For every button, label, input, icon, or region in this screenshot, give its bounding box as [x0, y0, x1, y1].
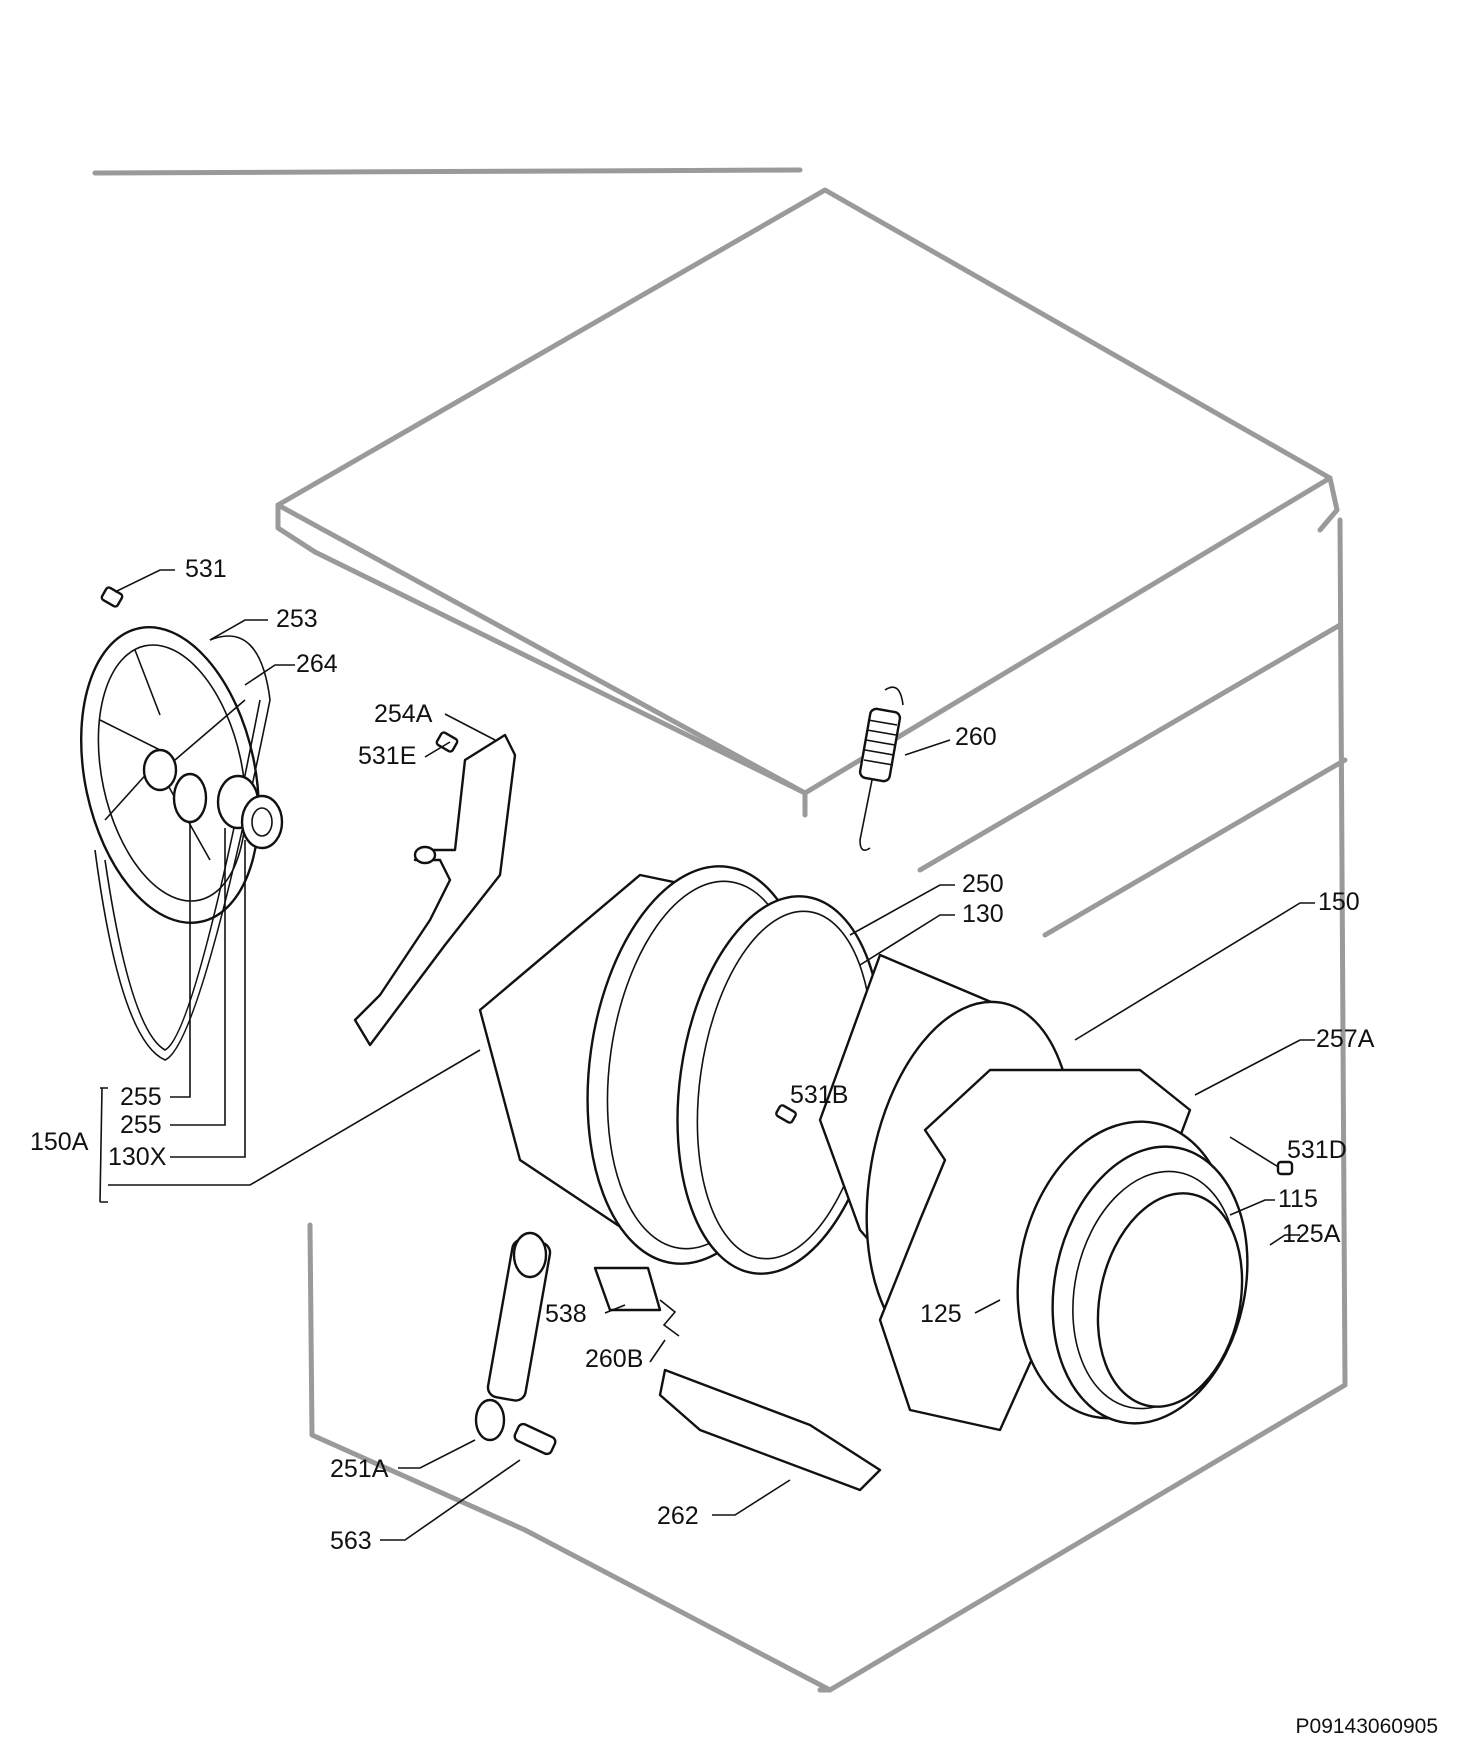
label-531E: 531E — [358, 742, 416, 770]
label-253: 253 — [276, 605, 318, 633]
label-254A: 254A — [374, 700, 433, 728]
label-130X: 130X — [108, 1143, 167, 1171]
part-labels: 531 253 264 254A 531E 260 250 130 150 25… — [30, 555, 1375, 1555]
label-150: 150 — [1318, 888, 1360, 916]
figure-code: P09143060905 — [1295, 1715, 1438, 1738]
label-531: 531 — [185, 555, 227, 583]
label-538: 538 — [545, 1300, 587, 1328]
label-250: 250 — [962, 870, 1004, 898]
label-150A: 150A — [30, 1128, 89, 1156]
tub-assembly — [478, 865, 1249, 1432]
label-115: 115 — [1278, 1185, 1318, 1213]
label-125: 125 — [920, 1300, 962, 1328]
drive-belt — [94, 635, 271, 1061]
label-264: 264 — [296, 650, 338, 678]
bolt-531D — [1229, 1136, 1294, 1176]
label-130: 130 — [962, 900, 1004, 928]
plate-538 — [593, 1266, 662, 1312]
label-563: 563 — [330, 1527, 372, 1555]
bolt-563 — [513, 1422, 557, 1456]
bracket-254A — [353, 733, 517, 1047]
shock-absorber-251A — [474, 1231, 552, 1442]
label-260B: 260B — [585, 1345, 643, 1373]
drum-pulley — [80, 626, 260, 924]
cabinet-outline — [92, 167, 1348, 1693]
label-262: 262 — [657, 1502, 699, 1530]
label-255-a: 255 — [120, 1083, 162, 1111]
label-260: 260 — [955, 723, 997, 751]
label-531D: 531D — [1287, 1136, 1347, 1164]
bearing-set — [172, 772, 284, 850]
clip-260B — [659, 1299, 680, 1337]
label-251A: 251A — [330, 1455, 389, 1483]
leader-lines — [99, 569, 1315, 1541]
bolt-531B — [775, 1104, 797, 1124]
label-255-b: 255 — [120, 1111, 162, 1139]
label-531B: 531B — [790, 1081, 848, 1109]
label-257A: 257A — [1316, 1025, 1375, 1053]
bar-262 — [658, 1368, 882, 1492]
label-125A: 125A — [1282, 1220, 1341, 1248]
spring-260 — [858, 686, 904, 851]
